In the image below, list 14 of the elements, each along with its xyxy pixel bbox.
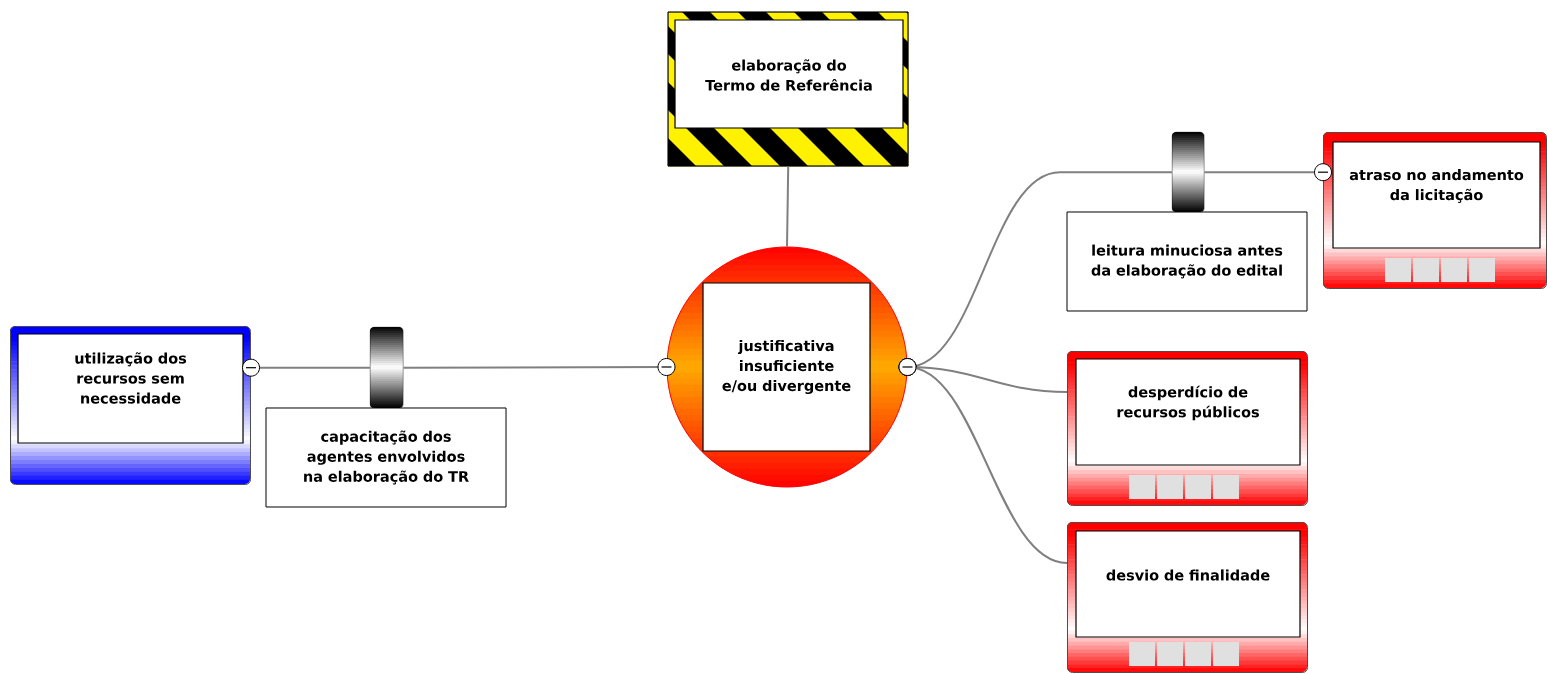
connector-line [898,358,1068,564]
connector-line [242,358,371,377]
consequence-box: desvio de finalidade [1067,522,1308,673]
barrier-bar [1172,132,1205,213]
barrier-bar [370,327,404,409]
consequence-box: desperdício de recursos públicos [1067,351,1308,506]
connector-line [786,165,790,248]
connector-line [402,358,676,376]
barrier-box: capacitação dos agentes envolvidos na elaboração do TR [265,407,507,508]
consequence-box: atraso no andamento da licitação [1323,132,1547,289]
connector-line [1203,163,1332,182]
hazard-box: elaboração do Termo de Referência [667,11,909,167]
barrier-box: leitura minuciosa antes da elaboração do edital [1066,211,1308,312]
threat-box: utilização dos recursos sem necessidade [10,326,251,485]
